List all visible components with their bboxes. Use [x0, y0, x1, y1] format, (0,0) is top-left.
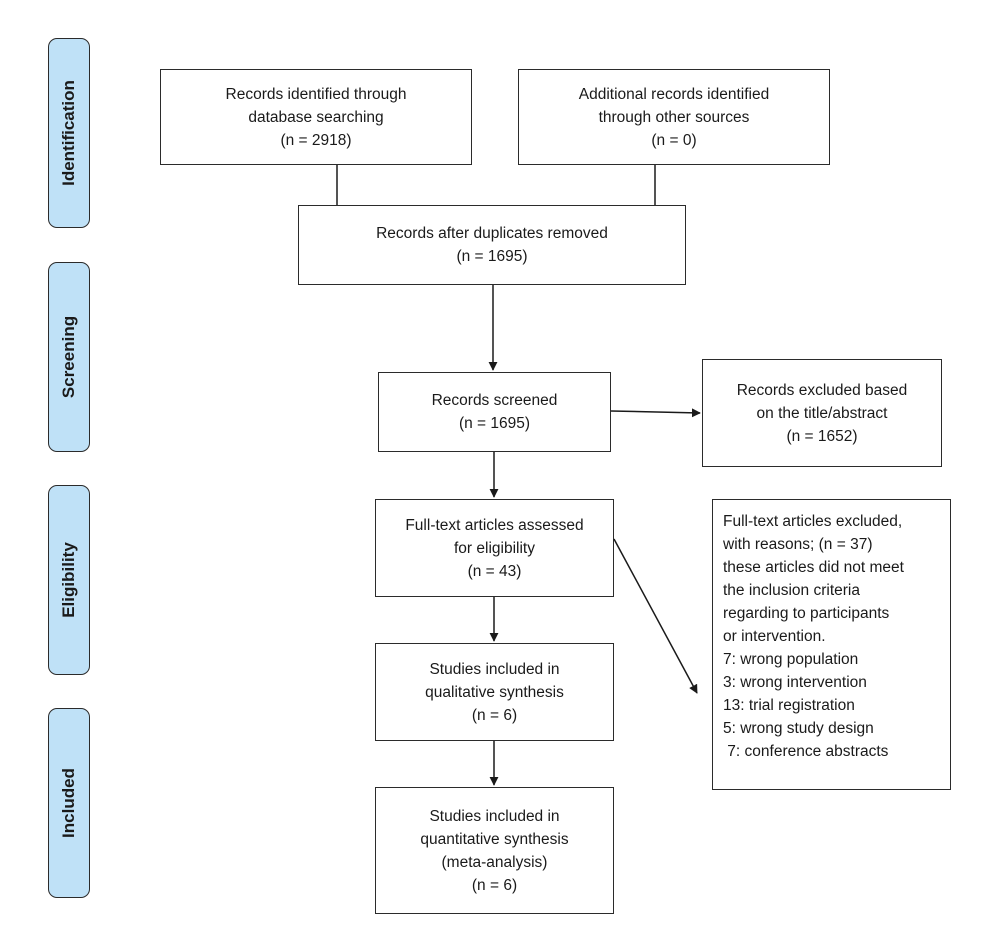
box-line: on the title/abstract	[756, 404, 888, 422]
box-line: 3: wrong intervention	[723, 674, 867, 691]
box-qualitative-synthesis: Studies included in qualitative synthesi…	[375, 643, 614, 741]
box-line: Records identified through	[225, 85, 407, 103]
box-line: regarding to participants	[723, 605, 890, 622]
phase-identification: Identification	[48, 38, 90, 228]
box-line: (n = 1695)	[456, 248, 528, 265]
box-line: these articles did not meet	[723, 559, 904, 576]
arrow-fulltext-to-excluded	[613, 538, 698, 694]
box-line: (n = 0)	[651, 131, 697, 149]
box-line: qualitative synthesis	[425, 683, 564, 701]
box-line: Records excluded based	[736, 381, 908, 399]
phase-identification-label: Identification	[59, 80, 78, 186]
phase-eligibility-label: Eligibility	[59, 542, 78, 618]
phase-screening-label: Screening	[59, 315, 78, 399]
box-line: 7: conference abstracts	[723, 743, 889, 760]
box-line: for eligibility	[454, 539, 535, 557]
box-line: (n = 1652)	[786, 427, 858, 445]
phase-screening: Screening	[48, 262, 90, 452]
arrow-screened-to-excluded	[610, 408, 701, 418]
box-line: 7: wrong population	[723, 651, 859, 668]
box-line: (n = 6)	[471, 876, 518, 894]
phase-eligibility: Eligibility	[48, 485, 90, 675]
box-line: Records after duplicates removed	[376, 225, 608, 242]
box-line: database searching	[248, 108, 384, 126]
box-line: (n = 43)	[467, 562, 522, 580]
box-line: Full-text articles excluded,	[723, 513, 903, 530]
box-line: or intervention.	[723, 628, 826, 645]
box-line: with reasons; (n = 37)	[723, 536, 873, 553]
box-line: (meta-analysis)	[441, 853, 548, 871]
phase-included-label: Included	[59, 768, 78, 838]
phase-included: Included	[48, 708, 90, 898]
box-excluded-title-abstract: Records excluded based on the title/abst…	[702, 359, 942, 467]
box-line: Full-text articles assessed	[405, 516, 584, 534]
box-records-screened: Records screened (n = 1695)	[378, 372, 611, 452]
box-after-duplicates: Records after duplicates removed (n = 16…	[298, 205, 686, 285]
box-fulltext-excluded: Full-text articles excluded, with reason…	[712, 499, 951, 790]
box-line: Records screened	[431, 392, 558, 409]
box-line: Additional records identified	[578, 85, 770, 103]
box-line: (n = 2918)	[280, 131, 352, 149]
box-line: (n = 6)	[471, 706, 518, 724]
box-line: Studies included in	[429, 660, 560, 678]
box-line: Studies included in	[429, 807, 560, 825]
box-fulltext-assessed: Full-text articles assessed for eligibil…	[375, 499, 614, 597]
box-line: quantitative synthesis	[420, 830, 569, 848]
box-line: through other sources	[598, 108, 750, 126]
box-line: (n = 1695)	[458, 415, 531, 432]
box-line: 13: trial registration	[723, 697, 855, 714]
box-line: 5: wrong study design	[723, 720, 874, 737]
box-line: the inclusion criteria	[723, 582, 860, 599]
box-quantitative-synthesis: Studies included in quantitative synthes…	[375, 787, 614, 914]
box-database-records: Records identified through database sear…	[160, 69, 472, 165]
box-other-records: Additional records identified through ot…	[518, 69, 830, 165]
